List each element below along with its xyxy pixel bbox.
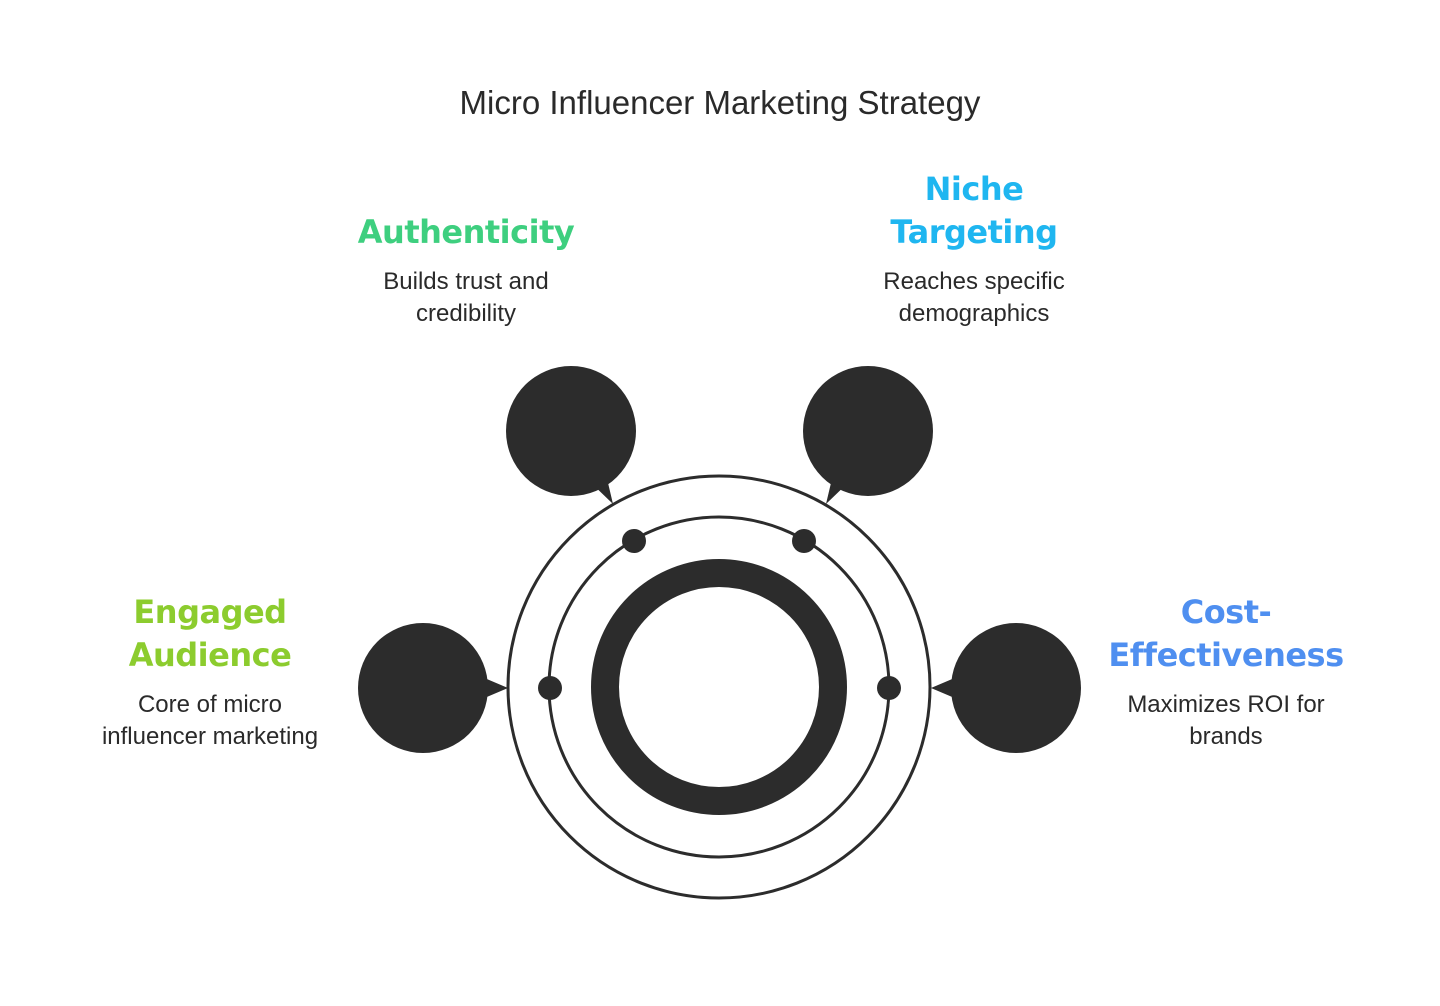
connector-dot-authenticity: [622, 529, 646, 553]
heading-line: Targeting: [890, 213, 1058, 251]
desc-line: credibility: [415, 300, 517, 327]
connector-dot-niche-targeting: [792, 529, 816, 553]
heading-line: Niche: [924, 170, 1024, 208]
item-heading: Cost- Effectiveness: [1056, 591, 1396, 677]
item-heading: Engaged Audience: [40, 591, 380, 677]
diagram-title: Micro Influencer Marketing Strategy: [459, 84, 981, 121]
heading-line: Cost-: [1180, 593, 1272, 631]
outer-ring: [506, 474, 932, 900]
item-description: Maximizes ROI for brands: [1056, 689, 1396, 753]
desc-line: Maximizes ROI for: [1127, 691, 1325, 718]
item-description: Builds trust and credibility: [296, 266, 636, 330]
bubble-cost-effectiveness: [931, 623, 1081, 753]
desc-line: Core of micro: [137, 691, 283, 718]
item-cost-effectiveness: Cost- Effectiveness Maximizes ROI for br…: [1056, 591, 1396, 753]
item-description: Reaches specific demographics: [804, 266, 1144, 330]
item-authenticity: Authenticity Builds trust and credibilit…: [296, 211, 636, 330]
desc-line: brands: [1189, 723, 1263, 750]
bubble-niche-targeting: [803, 366, 933, 504]
desc-line: influencer marketing: [101, 723, 319, 750]
item-heading: Niche Targeting: [804, 168, 1144, 254]
heading-line: Engaged: [133, 593, 287, 631]
connector-dot-cost-effectiveness: [877, 676, 901, 700]
item-heading: Authenticity: [357, 213, 575, 251]
item-niche-targeting: Niche Targeting Reaches specific demogra…: [804, 168, 1144, 330]
desc-line: Reaches specific: [883, 268, 1065, 295]
heading-line: Effectiveness: [1108, 636, 1344, 674]
desc-line: Builds trust and: [383, 268, 549, 295]
connector-dot-engaged-audience: [538, 676, 562, 700]
item-engaged-audience: Engaged Audience Core of micro influence…: [40, 591, 380, 753]
heading-line: Audience: [128, 636, 292, 674]
core-ring: [591, 559, 847, 815]
desc-line: demographics: [898, 300, 1050, 327]
item-description: Core of micro influencer marketing: [40, 689, 380, 753]
bubble-authenticity: [506, 366, 636, 504]
bubble-engaged-audience: [358, 623, 508, 753]
